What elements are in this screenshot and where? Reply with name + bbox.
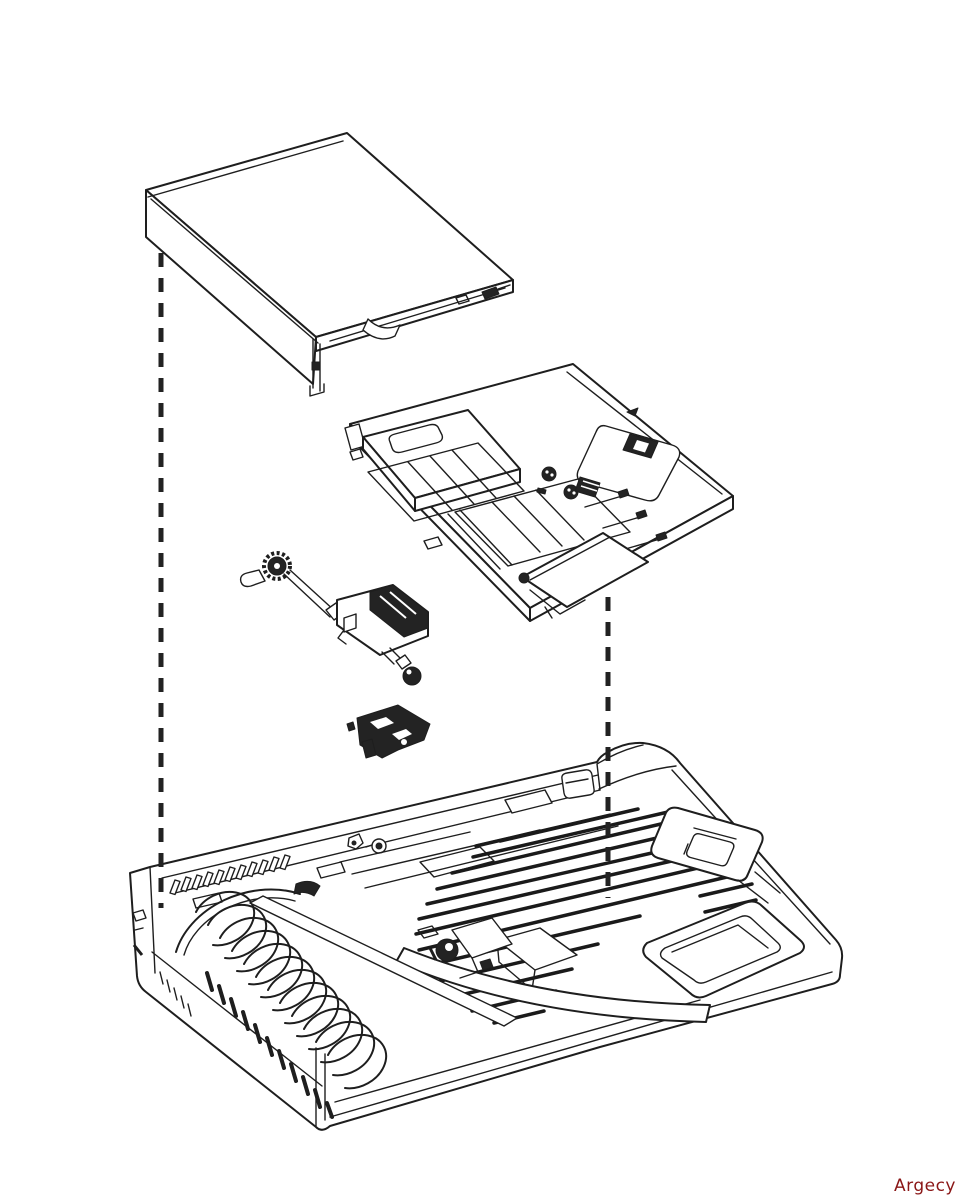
vent-slots	[169, 854, 291, 896]
hump-notch	[561, 769, 595, 799]
tray-front-flap	[518, 532, 649, 619]
alignment-guides	[158, 253, 611, 908]
base-assembly-part: Feeder base assembly	[129, 741, 844, 1131]
center-latch	[293, 880, 513, 979]
latch-piece	[650, 806, 781, 904]
pick-roller-part: Pick roller assembly	[239, 551, 429, 686]
guide-bar	[249, 895, 518, 1027]
tray-pins	[584, 488, 668, 551]
feed-rollers	[159, 888, 388, 1119]
watermark: Argecy	[894, 1176, 956, 1196]
input-tray-part: Input tray assembly	[344, 363, 734, 622]
tension-lever	[239, 569, 266, 588]
top-cover-part: Top cover	[145, 132, 514, 397]
cover-handle-tab	[362, 318, 401, 340]
separator-bracket-part: Separator pad bracket	[346, 704, 431, 759]
adjuster-dials	[536, 466, 601, 500]
guide-wall-slot	[388, 423, 444, 454]
drive-gear	[262, 551, 292, 581]
shaft-end-cap	[402, 666, 422, 686]
hand-pocket	[642, 900, 805, 999]
